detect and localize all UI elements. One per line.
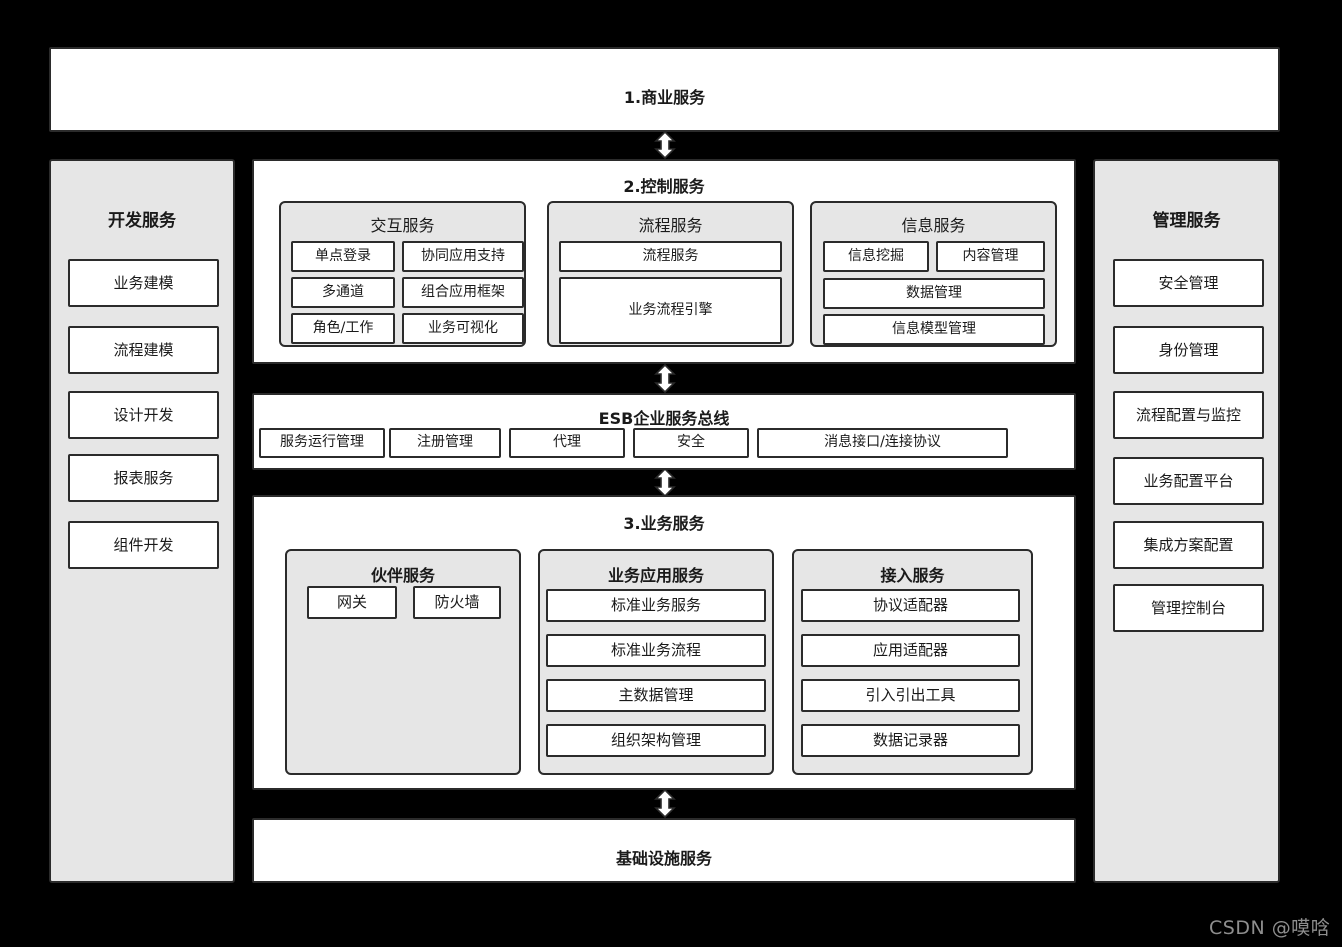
process-item-business-process-engine[interactable]: 业务流程引擎 — [559, 277, 782, 344]
partner-services-title: 伙伴服务 — [370, 566, 435, 585]
access-item-import-export-tool[interactable]: 引入引出工具 — [801, 679, 1020, 712]
business-app-item-master-data-management[interactable]: 主数据管理 — [546, 679, 766, 712]
esb-item-message-interface-protocol[interactable]: 消息接口/连接协议 — [757, 428, 1008, 458]
sidebar-item-design-development[interactable]: 设计开发 — [68, 391, 219, 439]
esb-item-security[interactable]: 安全 — [633, 428, 749, 458]
esb-title: ESB企业服务总线 — [598, 409, 730, 428]
partner-item-firewall[interactable]: 防火墙 — [413, 586, 501, 619]
interaction-item-collaborative-app-support[interactable]: 协同应用支持 — [402, 241, 524, 272]
access-services-title: 接入服务 — [880, 566, 945, 585]
interaction-item-composite-app-framework[interactable]: 组合应用框架 — [402, 277, 524, 308]
business-app-item-standard-business-service[interactable]: 标准业务服务 — [546, 589, 766, 622]
information-item-information-mining[interactable]: 信息挖掘 — [823, 241, 929, 272]
process-item-process-service[interactable]: 流程服务 — [559, 241, 782, 272]
management-services-title: 管理服务 — [1152, 211, 1221, 231]
business-application-services-title: 业务应用服务 — [607, 566, 704, 585]
information-item-information-model-management[interactable]: 信息模型管理 — [823, 314, 1045, 345]
sidebar-item-identity-management[interactable]: 身份管理 — [1113, 326, 1264, 374]
sidebar-item-process-modeling[interactable]: 流程建模 — [68, 326, 219, 374]
connector-esb-to-business-icon — [654, 468, 676, 497]
sidebar-item-business-modeling[interactable]: 业务建模 — [68, 259, 219, 307]
business-services-title: 1.商业服务 — [623, 88, 706, 107]
sidebar-item-integration-plan-config[interactable]: 集成方案配置 — [1113, 521, 1264, 569]
esb-item-registry-management[interactable]: 注册管理 — [389, 428, 501, 458]
interaction-item-sso[interactable]: 单点登录 — [291, 241, 395, 272]
business-app-item-standard-business-process[interactable]: 标准业务流程 — [546, 634, 766, 667]
interaction-item-multi-channel[interactable]: 多通道 — [291, 277, 395, 308]
interaction-item-role-work[interactable]: 角色/工作 — [291, 313, 395, 344]
business-services-band: 1.商业服务 — [49, 47, 1280, 132]
interaction-item-business-visualization[interactable]: 业务可视化 — [402, 313, 524, 344]
csdn-watermark: CSDN @嗼唅 — [1209, 917, 1331, 939]
information-item-content-management[interactable]: 内容管理 — [936, 241, 1045, 272]
information-item-data-management[interactable]: 数据管理 — [823, 278, 1045, 309]
sidebar-item-report-services[interactable]: 报表服务 — [68, 454, 219, 502]
connector-business-to-control-icon — [654, 131, 676, 159]
control-services-title: 2.控制服务 — [623, 177, 705, 196]
partner-services-group: 伙伴服务 — [285, 549, 521, 775]
sidebar-item-management-console[interactable]: 管理控制台 — [1113, 584, 1264, 632]
connector-business-to-infrastructure-icon — [654, 789, 676, 818]
infrastructure-services-title: 基础设施服务 — [615, 849, 712, 868]
infrastructure-services-band: 基础设施服务 — [252, 818, 1076, 883]
sidebar-item-process-config-monitoring[interactable]: 流程配置与监控 — [1113, 391, 1264, 439]
access-item-data-recorder[interactable]: 数据记录器 — [801, 724, 1020, 757]
sidebar-item-business-config-platform[interactable]: 业务配置平台 — [1113, 457, 1264, 505]
access-item-protocol-adapter[interactable]: 协议适配器 — [801, 589, 1020, 622]
information-services-title: 信息服务 — [901, 216, 966, 235]
sidebar-item-component-development[interactable]: 组件开发 — [68, 521, 219, 569]
access-item-application-adapter[interactable]: 应用适配器 — [801, 634, 1020, 667]
esb-item-agent[interactable]: 代理 — [509, 428, 625, 458]
interaction-services-title: 交互服务 — [370, 216, 435, 235]
business-app-item-org-structure-management[interactable]: 组织架构管理 — [546, 724, 766, 757]
business-services-3-title: 3.业务服务 — [623, 514, 705, 533]
development-services-title: 开发服务 — [108, 211, 176, 231]
sidebar-item-security-management[interactable]: 安全管理 — [1113, 259, 1264, 307]
partner-item-gateway[interactable]: 网关 — [307, 586, 397, 619]
esb-item-service-runtime-management[interactable]: 服务运行管理 — [259, 428, 385, 458]
connector-control-to-esb-icon — [654, 364, 676, 393]
process-services-title: 流程服务 — [638, 216, 703, 235]
